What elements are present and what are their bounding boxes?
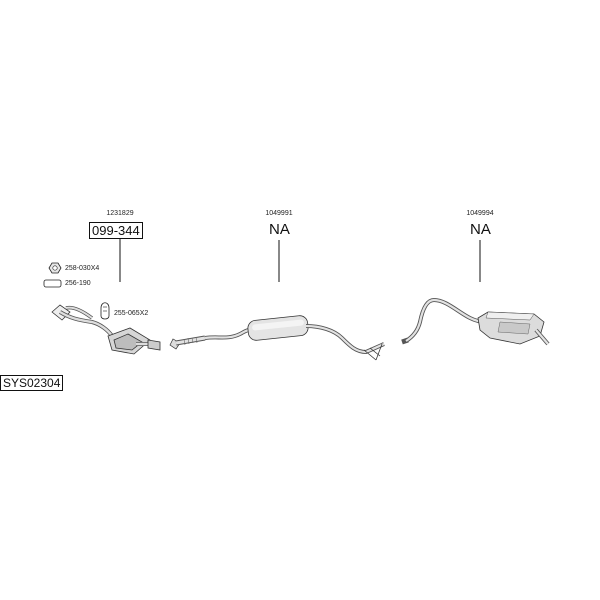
clamp-icon[interactable]: [100, 302, 110, 320]
part-number-front[interactable]: 099-344: [89, 222, 143, 239]
gasket-label[interactable]: 256-190: [65, 280, 91, 287]
part-number-rear[interactable]: NA: [470, 221, 491, 238]
system-code: SYS02304: [0, 375, 64, 391]
oem-number-middle: 1049991: [265, 210, 293, 217]
oem-number-front: 1231829: [106, 210, 134, 217]
gasket-icon[interactable]: [43, 279, 62, 288]
part-number-middle[interactable]: NA: [269, 221, 290, 238]
front-pipe-catalyst[interactable]: [51, 304, 161, 355]
nut-label[interactable]: 258-030X4: [65, 265, 100, 272]
middle-silencer[interactable]: [169, 315, 385, 361]
oem-number-rear: 1049994: [466, 210, 494, 217]
nut-icon[interactable]: [48, 262, 62, 274]
clamp-label[interactable]: 255-065X2: [114, 310, 149, 317]
rear-silencer[interactable]: [401, 297, 550, 346]
